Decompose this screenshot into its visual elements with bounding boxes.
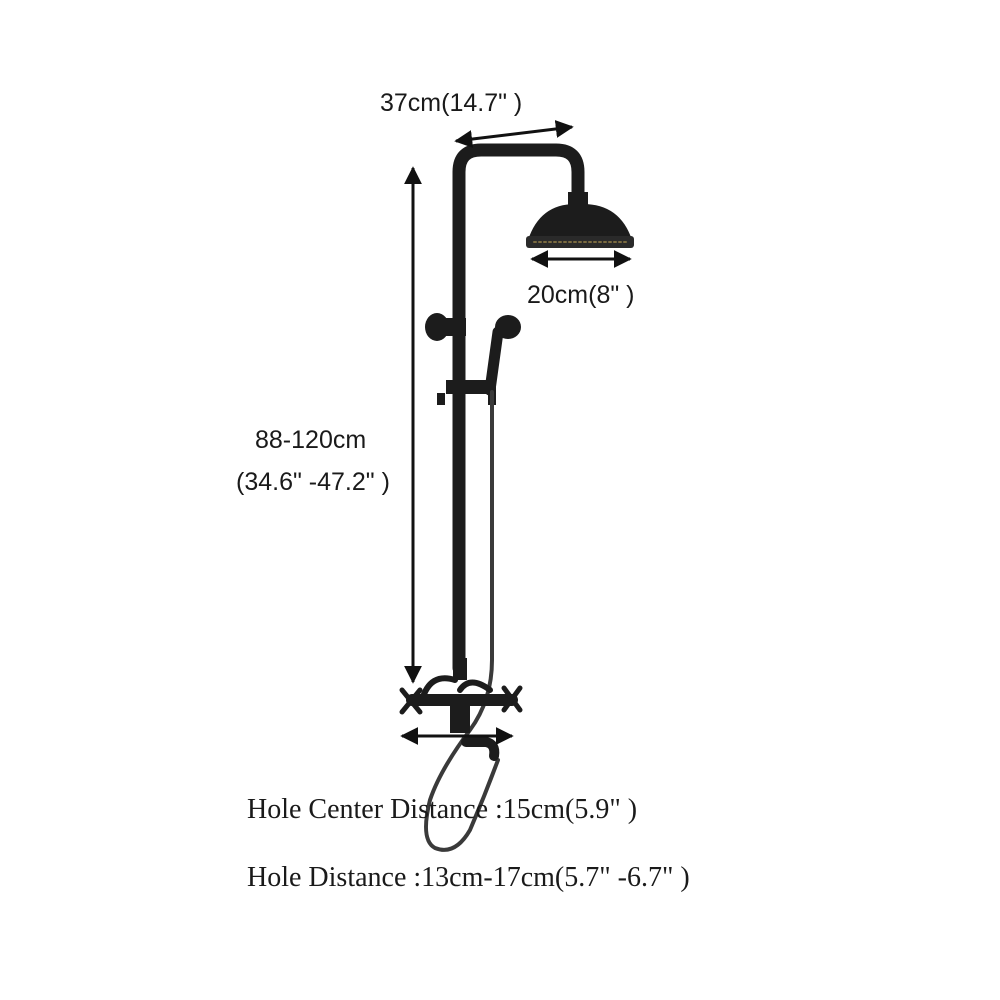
riser-pipe: [452, 143, 585, 675]
arrow-overhead-width: [454, 120, 574, 148]
hand-shower: [484, 315, 521, 396]
tub-spout: [461, 737, 500, 761]
dimension-arrows: [400, 120, 632, 745]
hole-center-distance-label: Hole Center Distance :15cm(5.9" ): [247, 794, 638, 825]
height-in-label: (34.6" -47.2" ): [236, 468, 390, 496]
height-cm-label: 88-120cm: [255, 426, 367, 454]
mixer-valve: [399, 658, 523, 733]
right-handle: [501, 685, 523, 713]
left-handle: [399, 687, 423, 715]
shower-head: [526, 192, 634, 248]
shower-hose: [424, 390, 500, 852]
head-diameter-label: 20cm(8" ): [527, 281, 635, 309]
hole-distance-label: Hole Distance :13cm-17cm(5.7" -6.7" ): [247, 862, 690, 893]
wall-bracket: [425, 313, 466, 341]
overhead-width-label: 37cm(14.7" ): [380, 89, 523, 117]
shower-fixture: [399, 143, 634, 852]
